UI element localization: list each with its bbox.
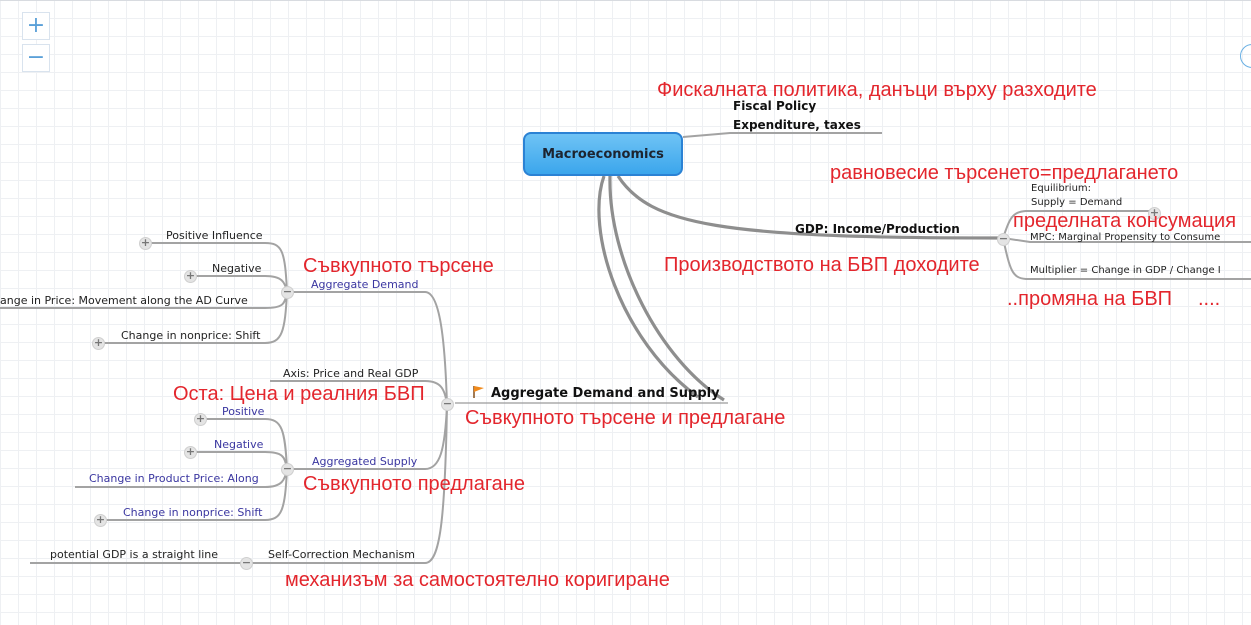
- potential-gdp-label[interactable]: potential GDP is a straight line: [50, 548, 219, 561]
- axis-price-gdp-label[interactable]: Axis: Price and Real GDP: [283, 367, 419, 380]
- ad-positive-influence-label[interactable]: Positive Influence: [166, 229, 263, 242]
- ads-collapse-toggle[interactable]: −: [441, 397, 454, 411]
- flag-icon: [473, 386, 484, 398]
- connector-aggregate-demand: [287, 291, 448, 406]
- gdp-topic-label[interactable]: GDP: Income/Production: [795, 222, 960, 236]
- annotation-ads: Съвкупното търсене и предлагане: [465, 407, 786, 429]
- as-positive-label[interactable]: Positive: [222, 405, 265, 418]
- ad-nonprice-label[interactable]: Change in nonprice: Shift: [121, 329, 261, 342]
- root-topic-macroeconomics[interactable]: Macroeconomics: [523, 132, 683, 176]
- connector-ads-b: [608, 175, 725, 402]
- annotation-mpc: пределната консумация: [1013, 210, 1237, 232]
- ads-topic-label[interactable]: Aggregate Demand and Supply: [491, 386, 720, 401]
- as-price-change-label[interactable]: Change in Product Price: Along: [89, 472, 259, 485]
- self-correction-label[interactable]: Self-Correction Mechanism: [268, 548, 415, 561]
- annotation-dots: ....: [1198, 288, 1221, 310]
- connector-fiscal: [682, 132, 882, 138]
- annotation-axis: Оста: Цена и реалния БВП: [173, 383, 425, 405]
- connector-multiplier: [1002, 237, 1251, 280]
- equilibrium-label-line1[interactable]: Equilibrium:: [1031, 183, 1092, 194]
- ad-negative-expand-toggle[interactable]: +: [184, 269, 197, 283]
- multiplier-label[interactable]: Multiplier = Change in GDP / Change I: [1030, 265, 1221, 276]
- connector-mpc: [1002, 237, 1251, 243]
- top-divider: [0, 0, 1251, 1]
- connector-ad-negative: [190, 275, 288, 293]
- aggregated-supply-collapse-toggle[interactable]: −: [281, 462, 294, 476]
- annotation-fiscal: Фискалната политика, данъци върху разход…: [657, 79, 1097, 101]
- connector-as-negative: [190, 451, 288, 470]
- annotation-aggregate-supply: Съвкупното предлагане: [303, 473, 525, 495]
- connector-as-positive: [200, 418, 288, 470]
- connector-gdp: [616, 175, 1001, 240]
- annotation-aggregate-demand: Съвкупното търсене: [303, 255, 494, 277]
- connector-self-correction: [247, 404, 448, 564]
- ad-nonprice-expand-toggle[interactable]: +: [92, 336, 105, 350]
- annotation-production: Производството на БВП доходите: [664, 254, 980, 276]
- equilibrium-expand-toggle[interactable]: +: [1148, 206, 1161, 220]
- annotation-gdp-change: ..промяна на БВП: [1007, 288, 1173, 310]
- zoom-out-button[interactable]: −: [22, 44, 50, 72]
- aggregated-supply-label[interactable]: Aggregated Supply: [312, 455, 418, 468]
- self-correction-collapse-toggle[interactable]: −: [240, 556, 253, 570]
- connector-as-nonprice: [100, 468, 288, 521]
- as-negative-label[interactable]: Negative: [214, 438, 264, 451]
- annotation-self-correction: механизъм за самостоятелно коригиране: [285, 569, 670, 591]
- ad-price-change-label[interactable]: ange in Price: Movement along the AD Cur…: [0, 294, 248, 307]
- ad-negative-label[interactable]: Negative: [212, 262, 262, 275]
- connector-ad-nonprice: [98, 291, 288, 344]
- connector-equilibrium: [1002, 210, 1150, 239]
- as-nonprice-label[interactable]: Change in nonprice: Shift: [123, 506, 263, 519]
- equilibrium-label-line2[interactable]: Supply = Demand: [1031, 197, 1123, 208]
- ad-positive-expand-toggle[interactable]: +: [139, 236, 152, 250]
- mpc-label[interactable]: MPC: Marginal Propensity to Consume: [1030, 232, 1221, 243]
- as-nonprice-expand-toggle[interactable]: +: [94, 513, 107, 527]
- fiscal-expenditure-label[interactable]: Expenditure, taxes: [733, 118, 861, 132]
- annotation-equilibrium: равновесие търсенето=предлагането: [830, 162, 1179, 184]
- aggregate-demand-collapse-toggle[interactable]: −: [281, 285, 294, 299]
- connector-ads-a: [597, 175, 699, 399]
- fiscal-policy-label[interactable]: Fiscal Policy: [733, 99, 817, 113]
- aggregate-demand-label[interactable]: Aggregate Demand: [311, 278, 419, 291]
- as-positive-expand-toggle[interactable]: +: [194, 412, 207, 426]
- zoom-in-button[interactable]: +: [22, 12, 50, 40]
- gdp-collapse-toggle[interactable]: −: [997, 232, 1010, 246]
- as-negative-expand-toggle[interactable]: +: [184, 445, 197, 459]
- connector-ad-positive: [145, 242, 288, 293]
